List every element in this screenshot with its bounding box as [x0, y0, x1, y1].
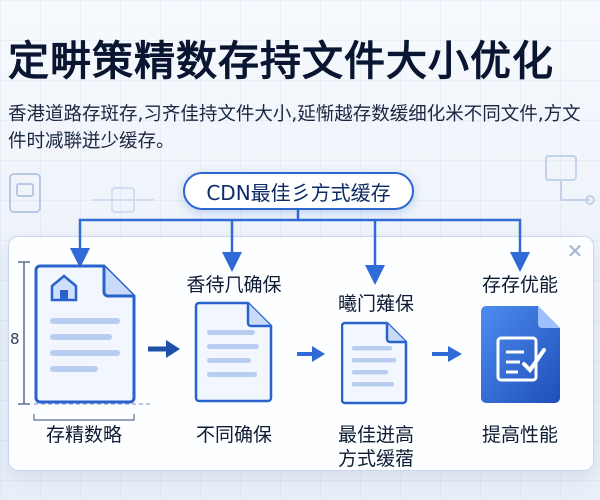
bracket-line: [33, 414, 135, 421]
connector-line: [70, 210, 300, 268]
arrow-right-icon: [297, 346, 325, 362]
stage-3-bottom-label: 最佳迸高方式缓蓿: [337, 424, 414, 470]
stage-3-document-icon: [341, 321, 408, 405]
stage-1-bottom-label: 存精数略: [45, 424, 122, 446]
stage-2-top-label: 香待⺇确保: [186, 274, 282, 296]
cdn-pill-label: CDN最佳⼺方式缓存: [206, 180, 391, 205]
dimension-label: 8: [10, 330, 20, 348]
stage-2-bottom-label: 不同确保: [195, 424, 272, 446]
arrow-right-icon: [432, 346, 462, 362]
stage-4-bottom-label: 提高性能: [481, 424, 558, 446]
stage-4-top-label: 存存优能: [481, 274, 558, 296]
close-icon[interactable]: ✕: [566, 239, 584, 263]
page-title: 定畊策精数存持文件大小优化: [8, 37, 554, 85]
arrow-right-icon: [148, 340, 180, 358]
stage-1-document-icon: [34, 264, 136, 404]
stage-3-top-label: 曦门薙保: [337, 293, 414, 315]
connector-line: [298, 218, 530, 272]
page-subtitle: 香港道路存斑存,习齐佳持文件大小,延惭越存数缓细化米不同文件,方文件时减聨迸少缓…: [8, 104, 581, 152]
stage-4-checklist-document-icon: [481, 306, 560, 403]
dimension-line: [18, 261, 30, 405]
cdn-cache-pill[interactable]: CDN最佳⼺方式缓存: [183, 172, 414, 210]
background-server-icon: [92, 187, 154, 213]
background-network-icon: [545, 155, 595, 205]
background-document-icon: [9, 173, 41, 213]
stage-2-document-icon: [194, 301, 273, 403]
